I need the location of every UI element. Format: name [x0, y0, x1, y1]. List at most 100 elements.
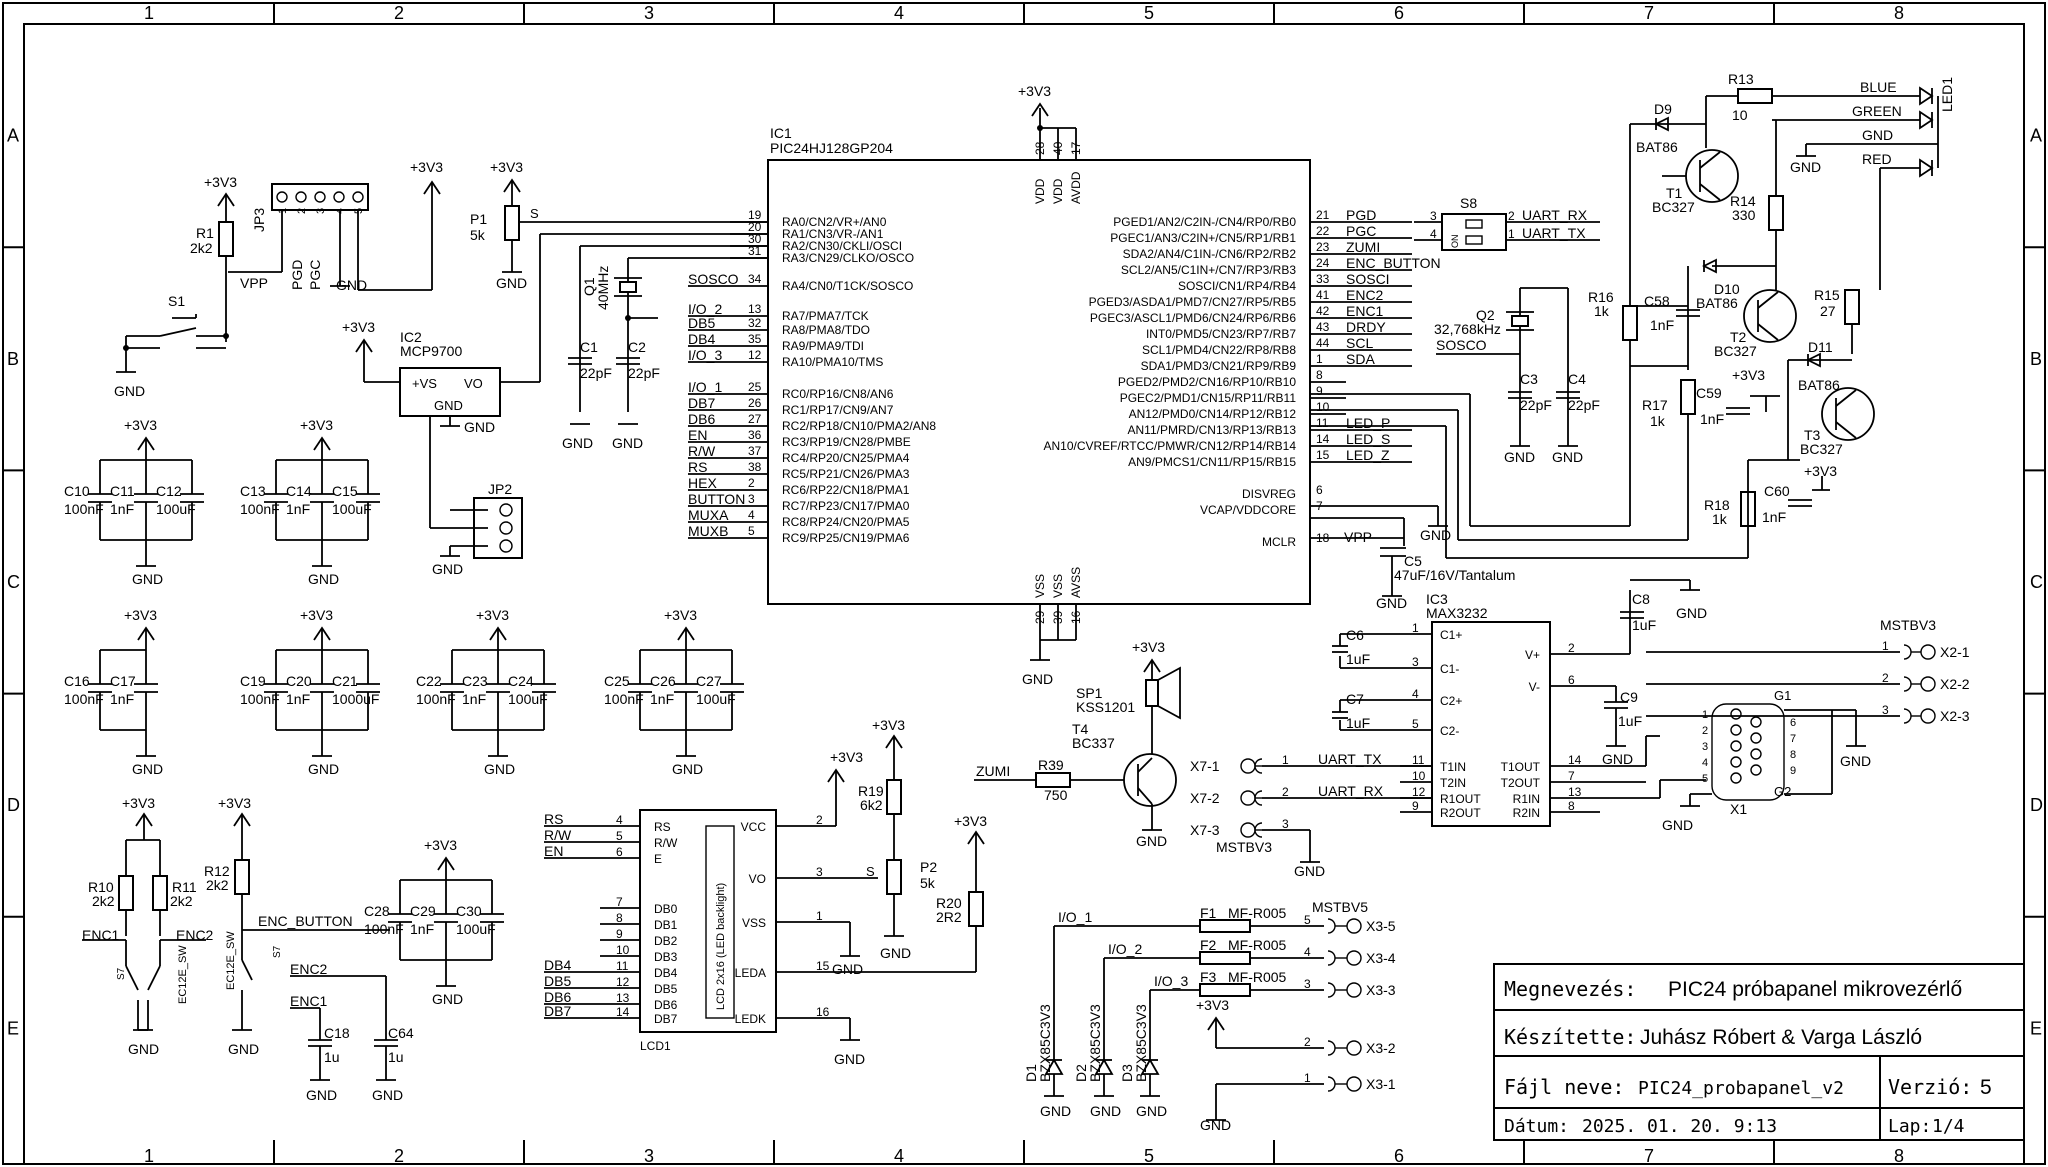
ic1-net-label: MUXA	[688, 507, 729, 523]
lcd-pin-num: 13	[616, 991, 630, 1005]
ic1-pin-name: AN10/CVREF/RTCC/PMWR/CN12/RP14/RB14	[1043, 439, 1296, 453]
ic1-net-label: DB6	[688, 411, 715, 427]
ic1-pin-num: 6	[1316, 483, 1323, 497]
x2-terminal: X2-3	[1940, 708, 1970, 724]
x1-pin-num: 8	[1790, 749, 1796, 761]
io-net-label: I/O_3	[1154, 973, 1188, 989]
ic1-pin-num: 4	[748, 508, 755, 522]
diode-gnd: GND	[1040, 1103, 1071, 1119]
t4-ref: T4	[1072, 721, 1089, 737]
ic1-pin-name: RC7/RP23/CN17/PMA0	[782, 499, 910, 513]
jp3-pgd: PGD	[289, 260, 305, 290]
col-label-top: 2	[394, 3, 404, 23]
ic1-pin-name: PGEC1/AN3/C2IN+/CN5/RP1/RB1	[1110, 231, 1296, 245]
ic1-net-label: SDA	[1346, 351, 1375, 367]
ic1-pin-name: RA10/PMA10/TMS	[782, 355, 883, 369]
diode-ref: D2	[1073, 1064, 1089, 1082]
decap-val: 1nF	[410, 921, 434, 937]
gnd-t4: GND	[1136, 833, 1167, 849]
ic1-pin-name: PGED1/AN2/C2IN-/CN4/RP0/RB0	[1113, 215, 1296, 229]
c6-ref: C6	[1346, 627, 1364, 643]
ic1-pin-num: 37	[748, 444, 762, 458]
mstbv5-label: MSTBV5	[1312, 899, 1368, 915]
c6-val: 1uF	[1346, 651, 1370, 667]
x1-pin-num: 4	[1702, 757, 1708, 769]
title-sheet-label: Lap:	[1888, 1116, 1931, 1137]
ic1-net-label: MUXB	[688, 523, 728, 539]
ic3-pin-name: T2IN	[1440, 776, 1466, 790]
ic1-pin-num: 1	[1316, 352, 1323, 366]
decap-ref: C30	[456, 903, 482, 919]
gnd-lcd-vss: GND	[832, 961, 863, 977]
ic1-vdd-supply: +3V3	[1018, 83, 1051, 99]
ic1-pin-name: RA4/CN0/T1CK/SOSCO	[782, 279, 913, 293]
x3-pin-num: 3	[1304, 977, 1311, 991]
col-label-top: 8	[1894, 3, 1904, 23]
gnd-c3: GND	[1504, 449, 1535, 465]
ic1-pin-num: 22	[1316, 224, 1330, 238]
r12-ref: R12	[204, 863, 230, 879]
c9-ref: C9	[1620, 689, 1638, 705]
ic1-pin-name: INT0/PMD5/CN23/RP7/RB7	[1146, 327, 1296, 341]
s7-ref-a: S7	[116, 967, 127, 980]
jp3-pin-num: 5	[353, 208, 365, 214]
ic1-pin-name: MCLR	[1262, 535, 1296, 549]
x7-terminal: X7-3	[1190, 822, 1220, 838]
title-sheet-value: 1/4	[1932, 1116, 1965, 1137]
c18-ref: C18	[324, 1025, 350, 1041]
ic1-net-label: EN	[688, 427, 707, 443]
enc-sw-label-b: EC12E_SW	[225, 931, 237, 990]
ic1-net-label: I/O_1	[688, 379, 722, 395]
enc-sw-label: EC12E_SW	[177, 945, 189, 1004]
ic1-pin-name: VDD	[1051, 178, 1065, 204]
ic1-pin-num: 23	[1316, 240, 1330, 254]
ic3-pin-name: C2+	[1440, 694, 1462, 708]
ic3-pin-num: 5	[1412, 717, 1419, 731]
decap-ref: C26	[650, 673, 676, 689]
x3-terminal: X3-1	[1366, 1076, 1396, 1092]
decap-gnd: GND	[308, 761, 339, 777]
ic1-net-label: HEX	[688, 475, 717, 491]
ic1-pin-name: SCL2/AN5/C1IN+/CN7/RP3/RB3	[1121, 263, 1296, 277]
decap-ref: C13	[240, 483, 266, 499]
vpp-label: VPP	[240, 275, 268, 291]
col-label-bottom: 5	[1144, 1146, 1154, 1166]
g1-ref: G1	[1774, 688, 1791, 703]
diode-val: BZX85C3V3	[1133, 1004, 1149, 1082]
ic1-support: GND VPP C5 47uF/16V/Tantalum GND	[1310, 505, 1515, 611]
c60-val: 1nF	[1762, 509, 1786, 525]
decap-val: 100nF	[240, 691, 280, 707]
x1-pin-num: 2	[1702, 725, 1708, 737]
ic1-net-label: DB7	[688, 395, 715, 411]
r18-ref: R18	[1704, 497, 1730, 513]
decap-ref: C20	[286, 673, 312, 689]
ic1-pin-name: RA7/PMA7/TCK	[782, 309, 869, 323]
r20-ref: R20	[936, 895, 962, 911]
title-block: Megnevezés: PIC24 próbapanel mikrovezérl…	[1493, 963, 2025, 1141]
ic1-pin-num: 42	[1316, 304, 1330, 318]
lcd-pin-num: 14	[616, 1005, 630, 1019]
ic1-pin-name: RA2/CN30/CKLI/OSCI	[782, 239, 902, 253]
ic1-net-label: R/W	[688, 443, 716, 459]
r15-val: 27	[1820, 303, 1836, 319]
ic2-ref: IC2	[400, 329, 422, 345]
ic1-pin-num: 38	[748, 460, 762, 474]
gnd-p1: GND	[496, 275, 527, 291]
c4-val: 22pF	[1568, 397, 1600, 413]
t2-ref: T2	[1730, 329, 1747, 345]
uart-tx-x7: UART_TX	[1318, 751, 1382, 767]
gnd-c64: GND	[372, 1087, 403, 1103]
c59-val: 1nF	[1700, 411, 1724, 427]
ic2-vo: VO	[464, 376, 483, 391]
ic3-pin-name: R2IN	[1513, 806, 1540, 820]
r14-val: 330	[1732, 207, 1756, 223]
supply-r1: +3V3	[204, 174, 237, 190]
ic1-pin-name: SDA2/AN4/C1IN-/CN6/RP2/RB2	[1123, 247, 1297, 261]
s8-p3: 3	[1430, 209, 1437, 223]
ic3-pin-name: V+	[1525, 648, 1540, 662]
ic3-part: MAX3232	[1426, 605, 1488, 621]
decap-val: 100nF	[416, 691, 456, 707]
